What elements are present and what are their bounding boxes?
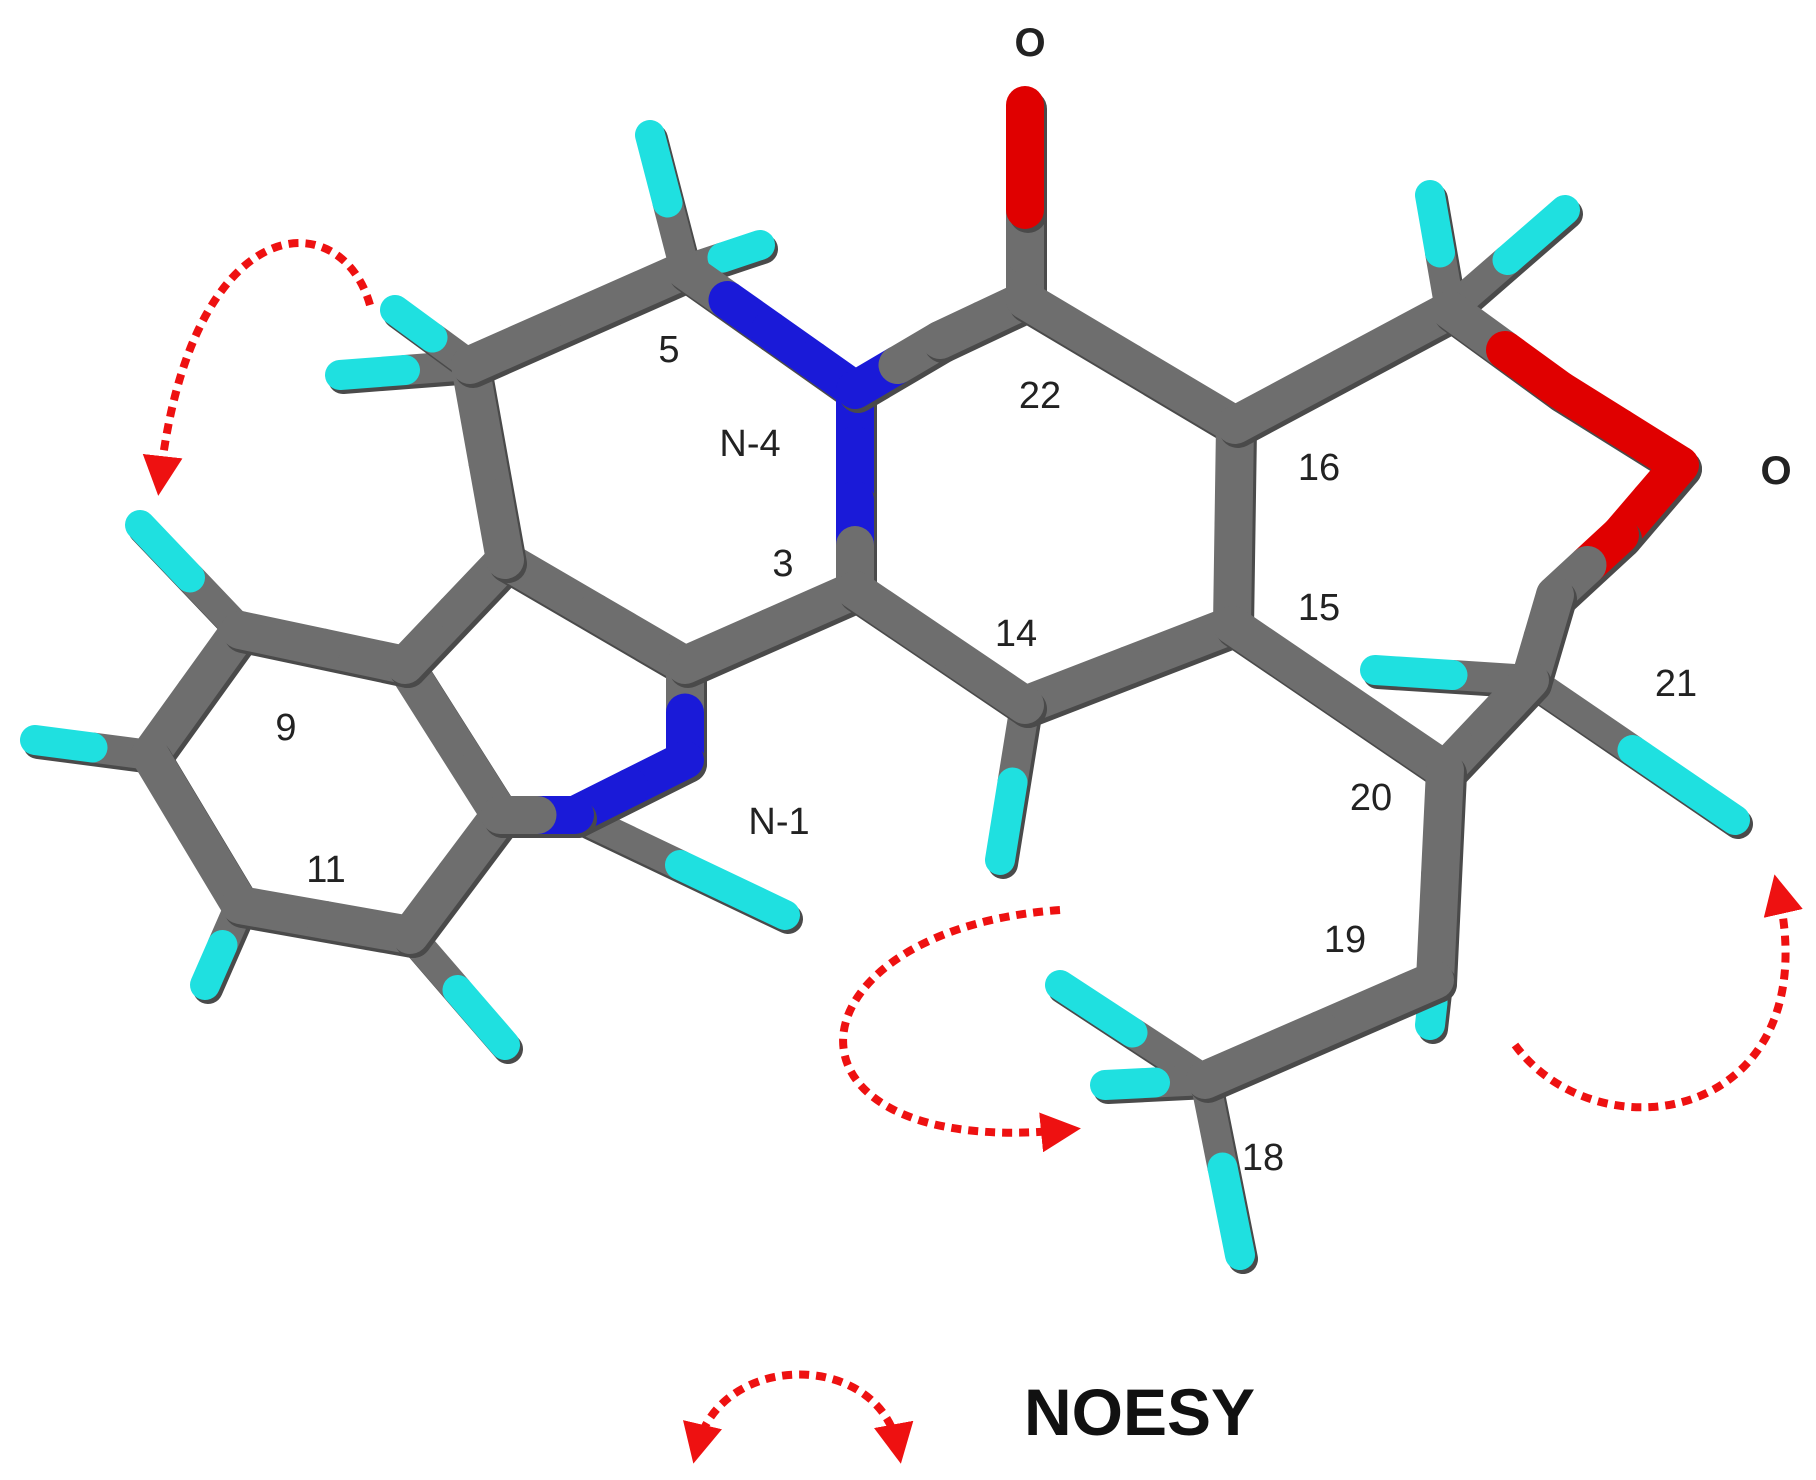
bond-b-33 (1468, 661, 1549, 744)
c3-label: 3 (772, 543, 793, 585)
h-bond-b-16 (1090, 1067, 1170, 1100)
c15-label: 15 (1298, 587, 1340, 629)
h-bond-b-8 (665, 850, 800, 930)
oxygen-top-label: O (1014, 21, 1045, 65)
oxygen-right-label: O (1760, 449, 1791, 493)
h-bond-b-15 (1045, 970, 1148, 1048)
h-bond-b-9 (985, 767, 1028, 875)
c14-label: 14 (995, 613, 1037, 655)
h-bond-b-5 (20, 725, 108, 763)
noesy-arrow-h19-h21 (1511, 874, 1803, 1112)
bond-a-35 (1301, 961, 1454, 1049)
c22-label: 22 (1019, 375, 1061, 417)
c9-label: 9 (275, 707, 296, 749)
h-bond-b-2 (635, 120, 683, 218)
n4-label: N-4 (719, 423, 780, 465)
bond-b-12 (558, 251, 704, 337)
legend-label: NOESY (1024, 1375, 1255, 1449)
c18-label: 18 (1242, 1137, 1284, 1179)
h-bond-b-10 (1415, 180, 1455, 268)
bond-a-12 (451, 298, 597, 384)
h-bond-b-6 (190, 930, 238, 1000)
legend-noesy-arrow-icon (683, 1370, 914, 1464)
noesy-arrow-h14-h18 (839, 906, 1081, 1153)
bonds-layer (20, 86, 1753, 1274)
bond-b-26 (1323, 291, 1469, 387)
h-bond-b-13 (1617, 735, 1750, 835)
c5-label: 5 (658, 329, 679, 371)
bond-b-22 (1111, 343, 1254, 444)
c16-label: 16 (1298, 447, 1340, 489)
bond-b-25 (836, 571, 959, 667)
legend: NOESY (683, 1370, 1255, 1464)
h-bond-b-7 (442, 975, 520, 1060)
bond-b-35 (1186, 1011, 1339, 1099)
h-bond-b-12 (1360, 655, 1468, 690)
h-bond-b-1 (380, 295, 448, 353)
h-bond-b-17 (1207, 1152, 1255, 1270)
n1-label: N-1 (748, 801, 809, 843)
h-bond-b-0 (325, 355, 420, 390)
h-bond-b-3 (707, 230, 775, 273)
bond-a-22 (1006, 281, 1149, 382)
c21-label: 21 (1655, 663, 1697, 705)
c19-label: 19 (1324, 919, 1366, 961)
h-bond-b-11 (1492, 195, 1580, 275)
c11-label: 11 (306, 849, 345, 891)
bond-b-32 (1319, 678, 1464, 789)
bond-a-32 (1213, 606, 1358, 717)
c20-label: 20 (1350, 777, 1392, 819)
noesy-correlations (142, 239, 1803, 1153)
bond-b-5 (221, 611, 342, 667)
bond-a-26 (1216, 348, 1362, 444)
h-bond-b-4 (125, 510, 205, 593)
bond-b-17 (666, 608, 789, 684)
noesy-arrow-h6-h9 (142, 239, 374, 496)
